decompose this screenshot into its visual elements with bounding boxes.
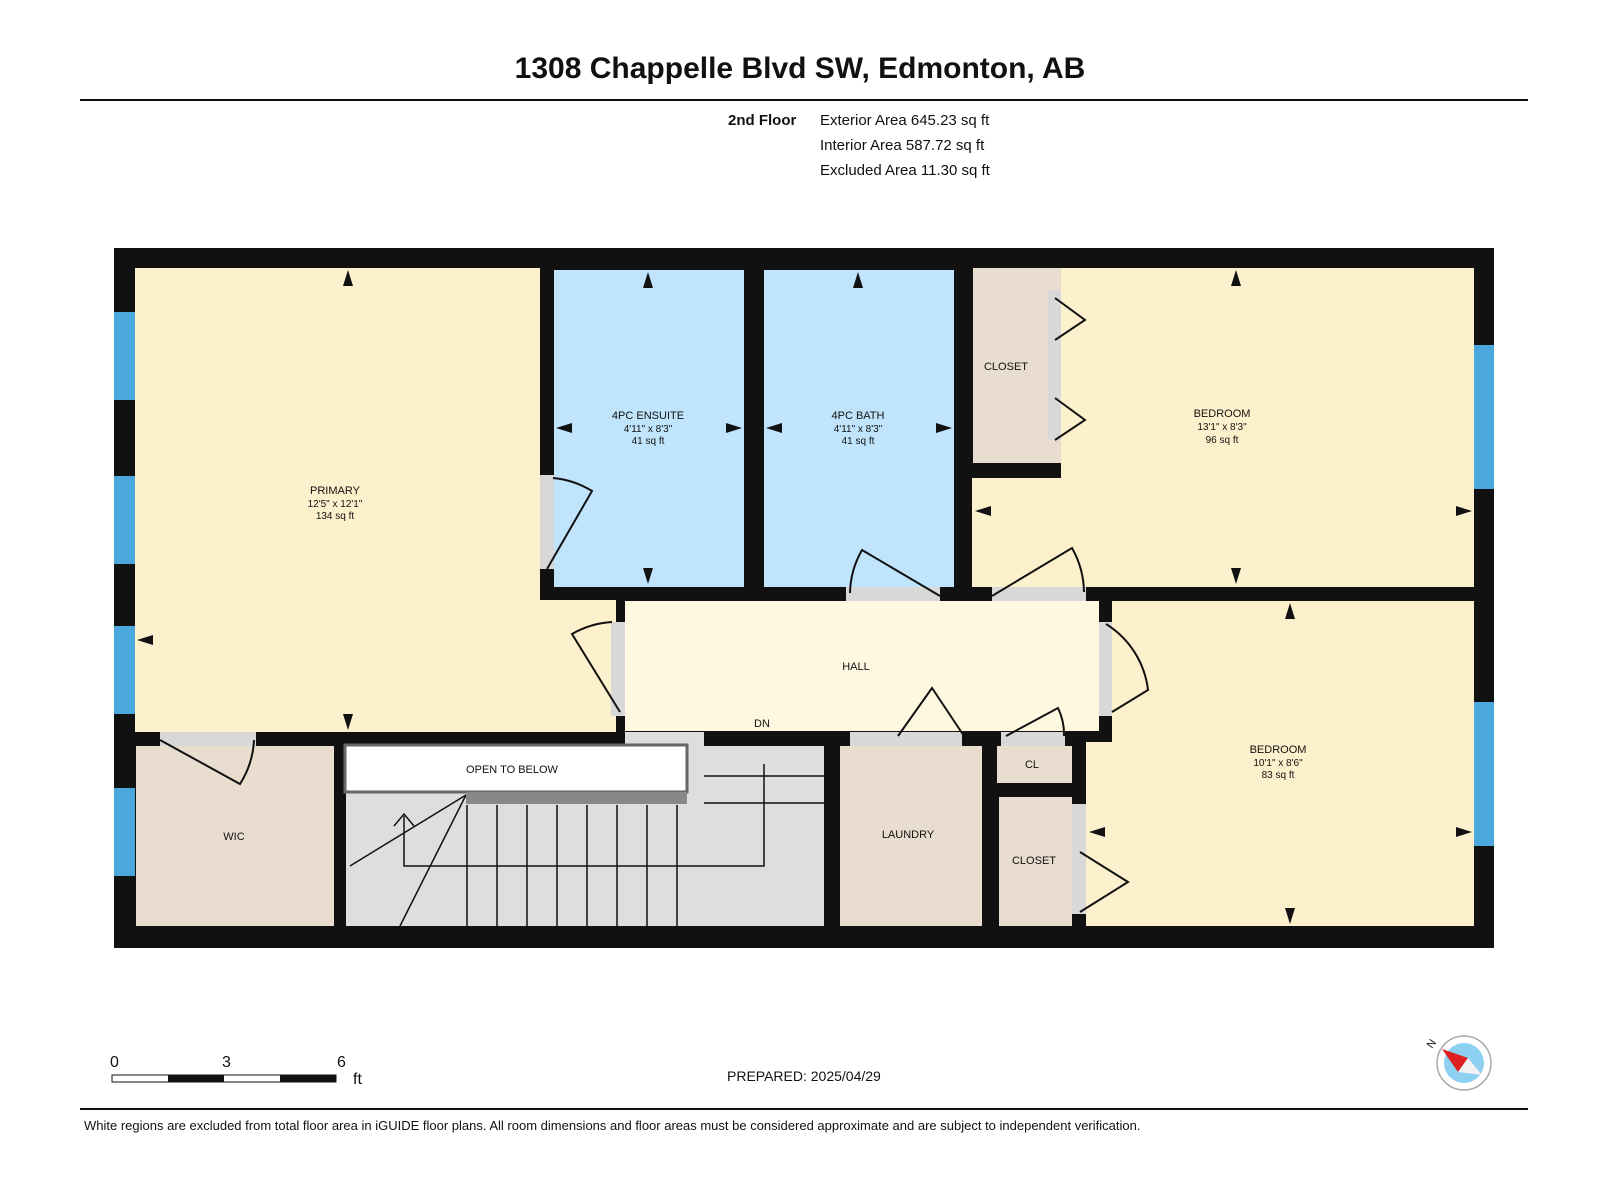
bath-label: 4PC BATH <box>832 410 885 422</box>
door-swings <box>159 297 1150 913</box>
bedroom-bottom-label: BEDROOM <box>1250 744 1307 756</box>
footer-rule <box>80 1108 1528 1110</box>
scale-tick-0: 0 <box>110 1054 119 1071</box>
header-rule <box>80 99 1528 101</box>
room-laundry[interactable] <box>840 746 982 926</box>
bath-area: 41 sq ft <box>842 436 875 447</box>
stair-treads <box>349 764 824 927</box>
door-openings <box>160 290 1112 914</box>
page-title: 1308 Chappelle Blvd SW, Edmonton, AB <box>514 52 1086 85</box>
scale-tick-3: 3 <box>222 1054 231 1071</box>
room-ensuite[interactable] <box>554 270 744 587</box>
room-bath[interactable] <box>764 270 954 587</box>
bedroom-top-dims: 13'1" x 8'3" <box>1197 422 1247 433</box>
bedroom-bottom-area: 83 sq ft <box>1262 770 1295 781</box>
prepared-date: PREPARED: 2025/04/29 <box>727 1068 881 1084</box>
ensuite-label: 4PC ENSUITE <box>612 410 684 422</box>
windows <box>114 312 1494 876</box>
ensuite-dims: 4'11" x 8'3" <box>624 424 673 435</box>
scale-bar <box>111 1074 337 1083</box>
dimension-arrows <box>137 270 1472 924</box>
room-bedroom-bottom[interactable] <box>1086 601 1474 926</box>
wic-label: WIC <box>223 831 244 843</box>
room-primary[interactable] <box>135 268 616 732</box>
excluded-area: Excluded Area 11.30 sq ft <box>820 162 990 179</box>
room-wic[interactable] <box>136 746 334 926</box>
open-below-label: OPEN TO BELOW <box>466 764 559 776</box>
bedroom-bottom-dims: 10'1" x 8'6" <box>1253 758 1303 769</box>
compass-icon: N <box>1425 1035 1492 1091</box>
disclaimer: White regions are excluded from total fl… <box>84 1118 1141 1133</box>
room-closet-top[interactable] <box>973 268 1061 463</box>
closet-bottom-label: CLOSET <box>1012 855 1056 867</box>
dn-label: DN <box>754 718 770 730</box>
scale-unit: ft <box>353 1071 362 1088</box>
closet-top-label: CLOSET <box>984 361 1028 373</box>
hall-label: HALL <box>842 661 870 673</box>
room-cl[interactable] <box>997 746 1072 783</box>
floor-label: 2nd Floor <box>728 112 797 129</box>
room-hall[interactable] <box>625 601 1099 731</box>
room-bedroom-top[interactable] <box>972 268 1474 587</box>
laundry-label: LAUNDRY <box>882 829 935 841</box>
interior-area: Interior Area 587.72 sq ft <box>820 137 985 154</box>
room-closet-bottom[interactable] <box>999 797 1072 926</box>
ensuite-area: 41 sq ft <box>632 436 665 447</box>
bedroom-top-label: BEDROOM <box>1194 408 1251 420</box>
bedroom-top-area: 96 sq ft <box>1206 435 1239 446</box>
primary-area: 134 sq ft <box>316 511 355 522</box>
primary-label: PRIMARY <box>310 485 361 497</box>
primary-dims: 12'5" x 12'1" <box>308 499 363 510</box>
compass-n-label: N <box>1425 1037 1439 1050</box>
scale-tick-6: 6 <box>337 1054 346 1071</box>
cl-label: CL <box>1025 759 1039 771</box>
stair-rail <box>466 792 687 804</box>
exterior-area: Exterior Area 645.23 sq ft <box>820 112 990 129</box>
bath-dims: 4'11" x 8'3" <box>834 424 883 435</box>
open-to-below-area <box>343 743 689 794</box>
